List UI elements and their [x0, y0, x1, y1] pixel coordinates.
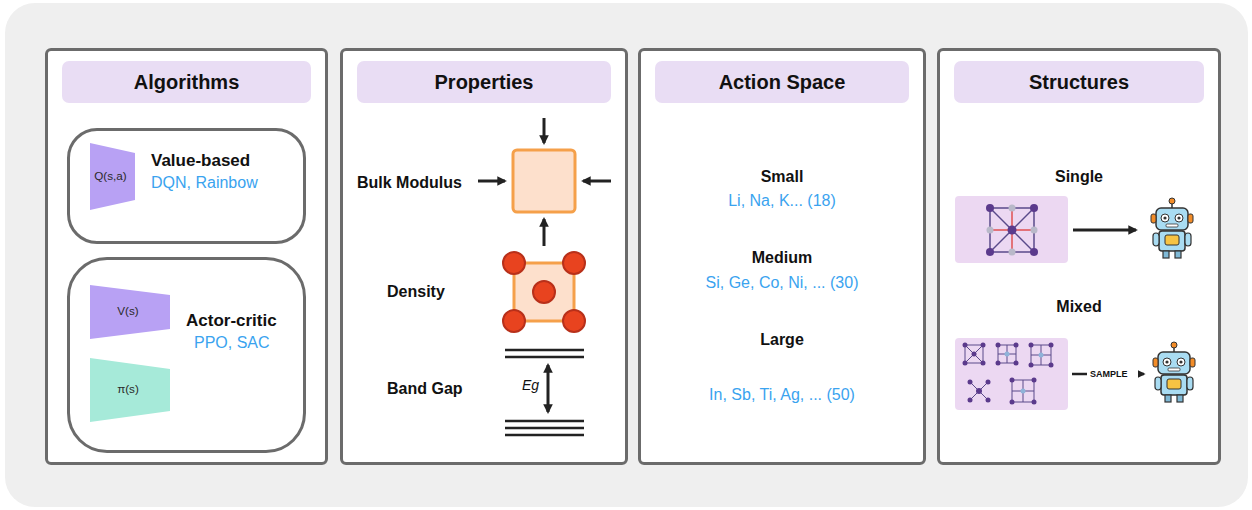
network-label: Q(s,a): [90, 169, 131, 182]
bulk-modulus-icon: [478, 118, 611, 246]
panel-title: Structures: [1029, 71, 1129, 94]
single-structure: [955, 196, 1193, 263]
network-block: π(s): [90, 358, 170, 422]
text-label: SAMPLE: [1090, 369, 1128, 379]
density-icon: [503, 252, 585, 332]
text-label: Li, Na, K... (18): [728, 192, 836, 210]
panel-header: Algorithms: [62, 61, 311, 103]
text-label: In, Sb, Ti, Ag, ... (50): [709, 386, 855, 404]
panel-header: Properties: [357, 61, 611, 103]
mixed-structures: [955, 338, 1195, 410]
panel-title: Action Space: [719, 71, 846, 94]
algorithm-names: DQN, Rainbow: [151, 174, 258, 192]
panel-header: Action Space: [655, 61, 909, 103]
band-gap-icon: [505, 350, 584, 435]
text-label: Small: [761, 168, 804, 186]
network-block: Q(s,a): [90, 143, 135, 210]
panel-header: Structures: [954, 61, 1204, 103]
panel-title: Properties: [435, 71, 534, 94]
algorithm-group: Value-basedDQN, Rainbow Q(s,a): [67, 128, 306, 244]
algorithm-group: Actor-criticPPO, SAC V(s) π(s): [67, 257, 306, 453]
text-label: Eg: [522, 377, 539, 393]
group-title: Value-based: [151, 151, 250, 171]
text-label: Large: [760, 331, 804, 349]
text-label: Single: [1055, 168, 1103, 186]
panel-title: Algorithms: [134, 71, 240, 94]
text-label: Band Gap: [387, 380, 463, 398]
text-label: Mixed: [1056, 298, 1101, 316]
outer-frame: [5, 3, 1248, 507]
text-label: Density: [387, 283, 445, 301]
category-panel: AlgorithmsValue-basedDQN, Rainbow Q(s,a) A…: [45, 48, 328, 465]
category-panel: Structures: [937, 48, 1221, 465]
algorithm-names: PPO, SAC: [194, 334, 270, 352]
category-panel: Properties: [340, 48, 628, 465]
network-label: V(s): [90, 304, 166, 317]
network-block: V(s): [90, 285, 170, 339]
network-label: π(s): [90, 382, 166, 395]
text-label: Bulk Modulus: [357, 174, 462, 192]
text-label: Si, Ge, Co, Ni, ... (30): [706, 274, 859, 292]
group-title: Actor-critic: [186, 311, 277, 331]
text-label: Medium: [752, 249, 812, 267]
